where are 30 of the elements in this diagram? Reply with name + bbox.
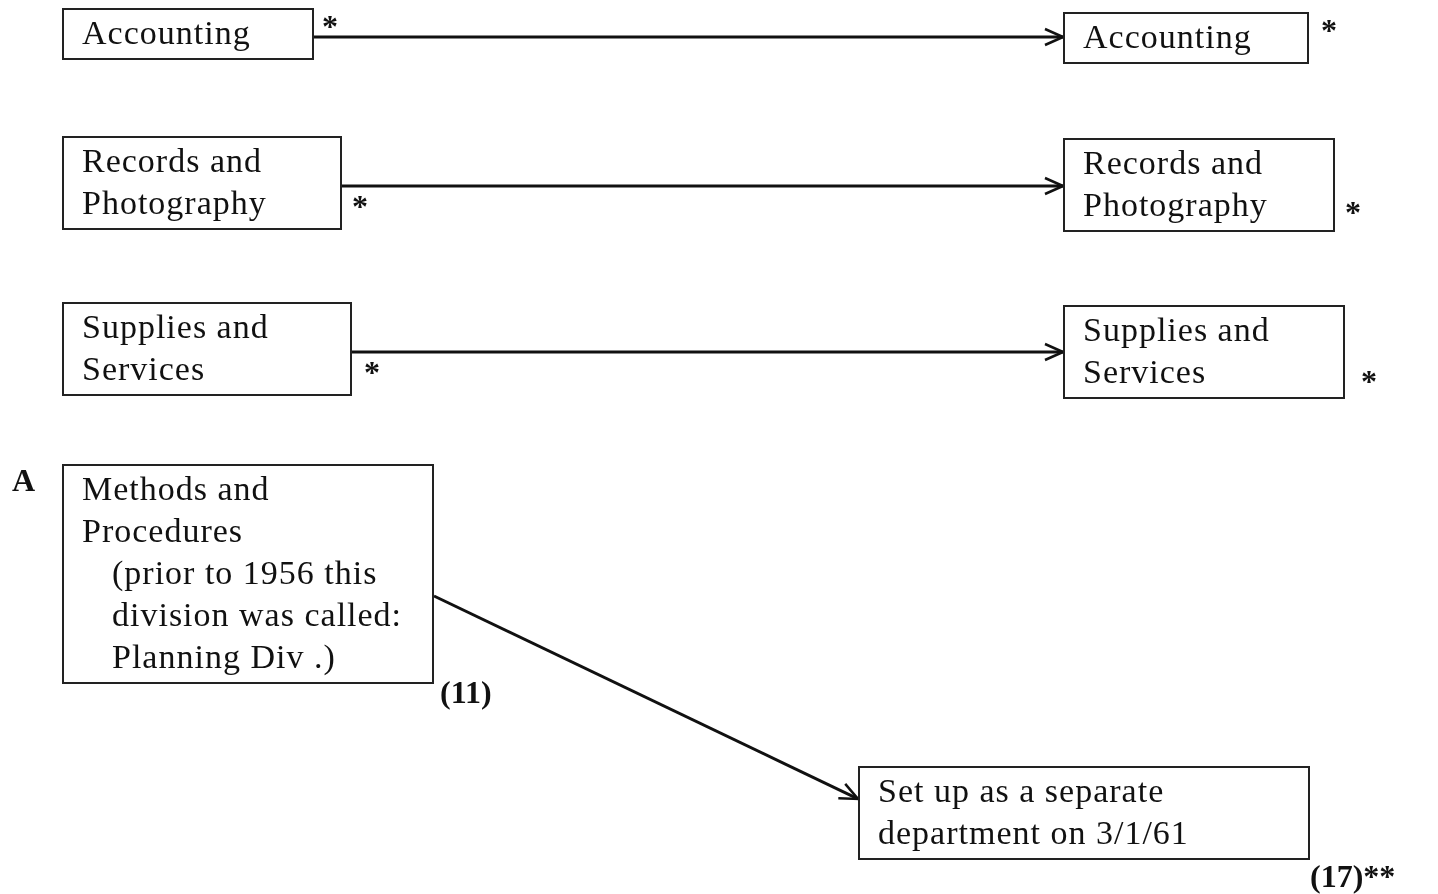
footnote-mark: * (1345, 194, 1361, 231)
arrow (342, 176, 1065, 196)
unit-box (1063, 138, 1335, 232)
arrow (433, 594, 860, 801)
unit-name: Supplies and Services (82, 307, 270, 389)
unit-name: Accounting (82, 13, 252, 53)
unit-box (62, 302, 352, 396)
unit-name: Accounting (1083, 17, 1253, 57)
unit-box (62, 136, 342, 230)
unit-name: Supplies and Services (1083, 310, 1271, 392)
footnote-number: (11) (440, 674, 492, 711)
footnote-mark: * (364, 354, 380, 391)
arrow (352, 342, 1065, 362)
unit-name: Records and Photography (82, 141, 268, 223)
footnote-mark: * (1361, 363, 1377, 400)
unit-box (1063, 12, 1309, 64)
note-text: (prior to 1956 this division was called: Planning Div .) (111, 553, 404, 677)
footnote-mark: * (352, 188, 368, 225)
unit-name: Records and Photography (1083, 143, 1269, 225)
footnote-number: (17)** (1310, 858, 1396, 894)
section-letter: A (12, 462, 36, 499)
unit-box (1063, 305, 1345, 399)
arrow (314, 27, 1065, 47)
unit-name: Methods and Procedures (82, 469, 271, 551)
unit-box (62, 8, 314, 60)
unit-name: Set up as a separate department on 3/1/61 (878, 771, 1190, 853)
unit-box (858, 766, 1310, 860)
footnote-mark: * (322, 8, 338, 45)
unit-box (62, 464, 434, 684)
footnote-mark: * (1321, 12, 1337, 49)
